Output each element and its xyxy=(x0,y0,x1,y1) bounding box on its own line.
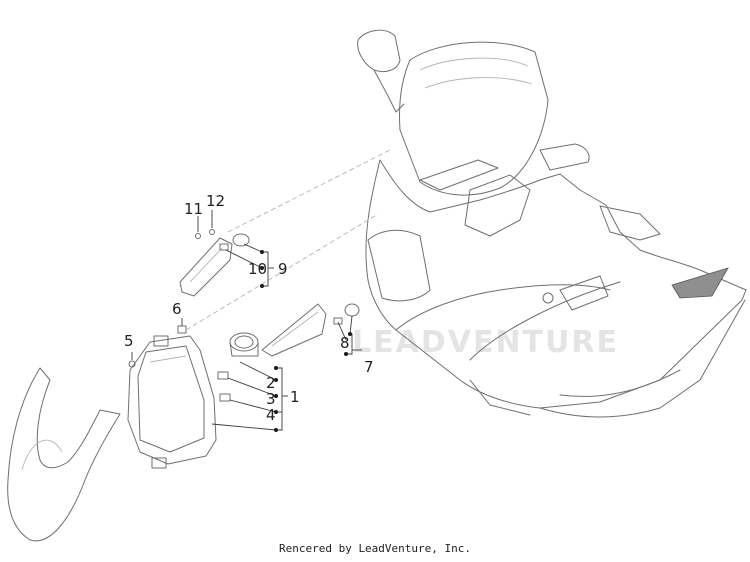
bulb-4 xyxy=(219,393,231,402)
callout-4: 4 xyxy=(266,406,276,424)
watermark-text: LEADVENTURE xyxy=(352,325,619,360)
callout-5: 5 xyxy=(124,332,134,350)
screw-5 xyxy=(128,360,136,368)
position-light-lens-upper xyxy=(179,237,233,297)
callout-11: 11 xyxy=(184,200,203,218)
callout-12: 12 xyxy=(206,192,225,210)
callout-9: 9 xyxy=(278,260,288,278)
callout-1: 1 xyxy=(290,388,300,406)
leader-dots xyxy=(260,250,352,432)
bulb-socket-2 xyxy=(229,332,259,357)
spring-nut-6 xyxy=(177,325,187,334)
assembly-lines xyxy=(185,149,391,331)
bulb-holder-lower xyxy=(333,303,360,325)
screw-11 xyxy=(195,233,201,239)
leader-lines xyxy=(131,210,362,431)
scooter-front-fairing xyxy=(357,29,747,418)
callout-8: 8 xyxy=(340,334,350,352)
headlight-assembly xyxy=(127,335,217,469)
caption: Rencered by LeadVenture, Inc. xyxy=(278,542,472,555)
callout-10: 10 xyxy=(248,260,267,278)
nut-12 xyxy=(209,229,215,235)
callout-6: 6 xyxy=(172,300,182,318)
callout-3: 3 xyxy=(266,390,276,408)
callout-7: 7 xyxy=(364,358,374,376)
position-light-lens-lower xyxy=(261,303,327,357)
headlight-trim xyxy=(7,367,121,542)
callout-2: 2 xyxy=(266,374,276,392)
bulb-holder-upper xyxy=(219,233,250,251)
bulb-3 xyxy=(217,371,229,380)
